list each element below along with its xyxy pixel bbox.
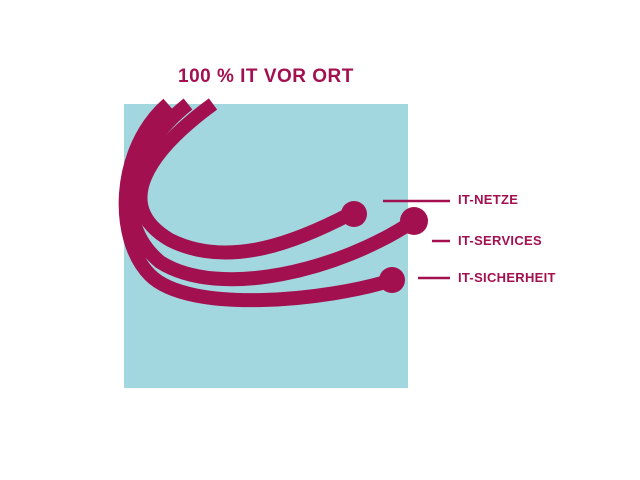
label-it-netze: IT-NETZE bbox=[458, 192, 519, 207]
arc-it-netze bbox=[133, 98, 354, 260]
arc-it-sicherheit bbox=[118, 98, 395, 308]
label-it-services: IT-SERVICES bbox=[458, 233, 542, 248]
arc-it-services bbox=[124, 98, 416, 287]
diagram-title: 100 % IT VOR ORT bbox=[178, 66, 354, 87]
endpoint-dot-it-services bbox=[400, 207, 428, 235]
endpoint-dot-it-sicherheit bbox=[379, 267, 405, 293]
endpoint-dot-it-netze bbox=[341, 201, 367, 227]
label-it-sicherheit: IT-SICHERHEIT bbox=[458, 270, 556, 285]
